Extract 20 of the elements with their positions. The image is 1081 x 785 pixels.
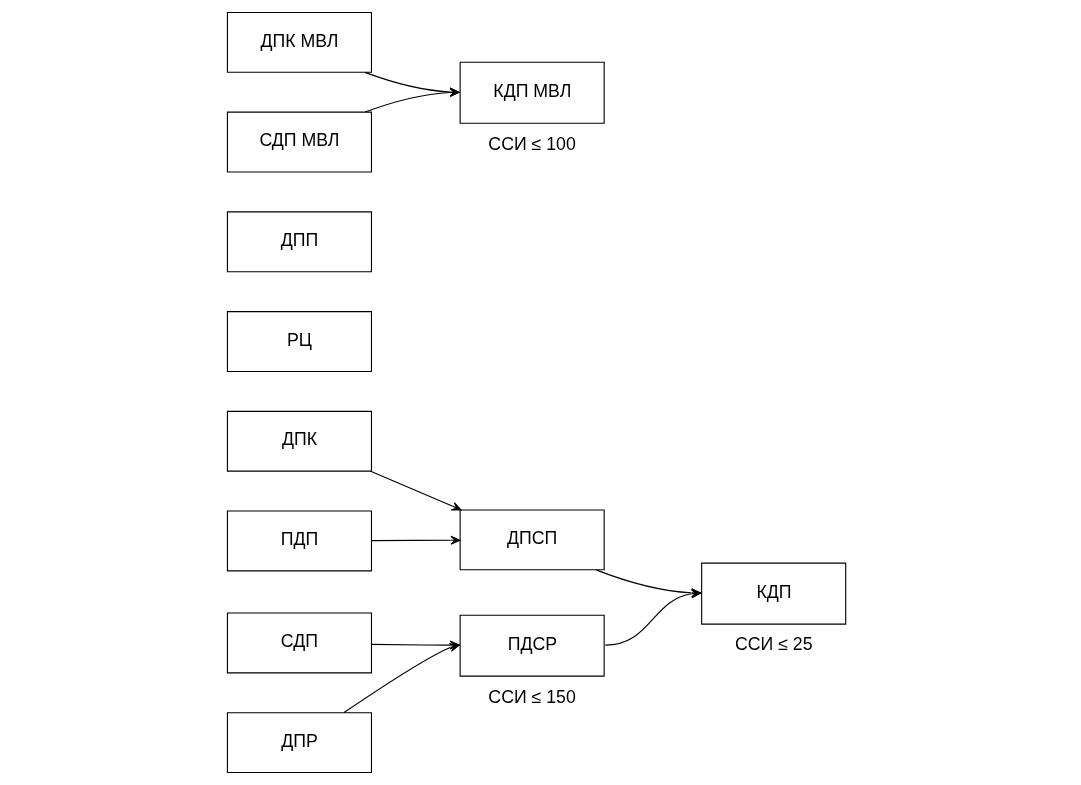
node-box: КДП	[700, 562, 846, 625]
node-box: ДПР	[226, 712, 372, 774]
node-label: ССИ ≤ 150	[487, 686, 576, 707]
node-box: ДПК	[226, 410, 372, 472]
node-box: ДПСП	[459, 509, 605, 571]
arrow	[364, 71, 460, 97]
node-box: ПДСР	[459, 614, 605, 677]
node-box: ПДП	[226, 510, 372, 572]
node-label: ССИ ≤ 25	[734, 634, 813, 655]
node-box: КДП МВЛ	[459, 61, 605, 124]
node-box: ДПК МВЛ	[226, 11, 372, 73]
arrow	[343, 643, 460, 714]
arrow	[369, 470, 461, 511]
arrow	[364, 87, 460, 113]
node-box: РЦ	[226, 311, 372, 372]
node-box: СДП МВЛ	[226, 111, 372, 173]
arrow	[370, 535, 460, 545]
node-label: ССИ ≤ 100	[487, 133, 576, 154]
node-box: ДПП	[226, 211, 372, 273]
node-box: СДП	[226, 612, 372, 674]
